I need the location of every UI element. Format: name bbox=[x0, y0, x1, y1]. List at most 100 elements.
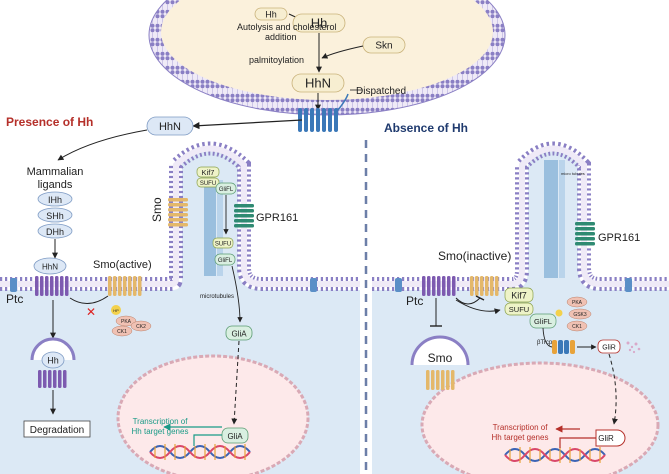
smo-cilium-label: Smo bbox=[150, 197, 164, 222]
degradation-label: Degradation bbox=[30, 425, 84, 436]
ptc-right-label: Ptc bbox=[406, 294, 423, 308]
smo-inactive-protein bbox=[470, 276, 499, 296]
transcription-right-line1: Transcription of bbox=[493, 423, 549, 432]
shh-pill: SHh bbox=[37, 207, 73, 223]
ptc-vesicle-protein bbox=[38, 370, 67, 388]
microtubules-right bbox=[544, 160, 558, 278]
pka-right-label: PKA bbox=[572, 300, 583, 306]
smo-vesicle bbox=[410, 335, 470, 366]
hh-small-label: Hh bbox=[265, 10, 277, 20]
hh-vesicle-pill bbox=[41, 351, 65, 369]
arrow-hhn-to-ligands bbox=[57, 129, 148, 161]
gli-a-pill: GliA bbox=[225, 325, 253, 341]
gpr161-left-protein bbox=[234, 204, 254, 228]
sufu-right-label: SUFU bbox=[509, 305, 529, 314]
hh-small-pill: Hh bbox=[254, 7, 288, 21]
hh-vesicle-label: Hh bbox=[47, 356, 59, 366]
arrow-skn bbox=[321, 45, 364, 59]
transcription-left-line1: Transcription of bbox=[133, 417, 189, 426]
gli-fl-right-label: GliFL bbox=[534, 317, 552, 326]
hh-big-label: Hh bbox=[311, 16, 328, 31]
gli-fl-left-label: GliFL bbox=[219, 187, 234, 193]
hh-big-pill: Hh bbox=[292, 13, 346, 33]
gli-r-nucleus-pill: GliR bbox=[595, 429, 626, 447]
kinase-cluster-right: PKA GSK3 CK1 bbox=[555, 296, 592, 332]
channel-left-2 bbox=[310, 278, 317, 292]
right-membrane-core bbox=[372, 145, 669, 287]
transcription-arrow-left-stem bbox=[193, 434, 222, 446]
shh-label: SHh bbox=[46, 211, 64, 221]
ligands-label-1: Mammalian bbox=[27, 166, 84, 178]
ligands-label-2: ligands bbox=[38, 179, 73, 191]
gsk3-right-label: GSK3 bbox=[573, 312, 587, 318]
ptc-left-protein bbox=[35, 276, 69, 296]
smo-vesicle-protein bbox=[426, 370, 455, 390]
kif7-right-pill: Kif7 bbox=[504, 287, 534, 303]
addition-label: addition bbox=[265, 32, 297, 42]
presence-of-hh-title: Presence of Hh bbox=[6, 115, 93, 129]
microtubules-left bbox=[204, 180, 216, 276]
degradation-box bbox=[23, 420, 91, 438]
channel-right-2 bbox=[625, 278, 632, 292]
gpr161-left-label: GPR161 bbox=[256, 212, 298, 224]
microtubules-right-2 bbox=[559, 160, 565, 278]
dna-left bbox=[149, 444, 251, 460]
dhh-pill: DHh bbox=[37, 223, 73, 239]
gli-r-pill: GliR bbox=[597, 339, 621, 354]
ptc-smo-inhibit-line bbox=[455, 297, 481, 305]
gli-fl-left-label-2: GliFL bbox=[218, 258, 233, 264]
dispatched-label: Dispatched bbox=[356, 86, 406, 97]
sufu-left-pill-2: SUFU bbox=[212, 237, 234, 249]
skn-pill: Skn bbox=[362, 36, 406, 54]
gli-fl-left-pill-2: GliFL bbox=[214, 253, 236, 266]
palmitoylation-label: palmitoylation bbox=[249, 55, 304, 65]
degraded-fragments bbox=[626, 341, 641, 354]
dna-right bbox=[504, 447, 606, 463]
ck2-left-label: CK2 bbox=[136, 324, 146, 330]
ptc-left-label: Ptc bbox=[6, 292, 23, 306]
hhn-free-label: HhN bbox=[159, 121, 181, 133]
hhn-top-label: HhN bbox=[305, 76, 331, 91]
producing-cell bbox=[161, 0, 493, 100]
micro-tubules-right-label: micro tubules bbox=[561, 171, 585, 176]
inhibition-cross: ✕ bbox=[86, 305, 96, 319]
channel-right-1 bbox=[395, 278, 402, 292]
smo-active-label: Smo(active) bbox=[93, 259, 152, 271]
kif7-left-pill: Kif7 bbox=[196, 166, 220, 178]
arrow-glir-to-nucleus bbox=[608, 353, 618, 425]
gli-r-nucleus-label: GliR bbox=[598, 434, 614, 443]
sufu-left-label: SUFU bbox=[200, 181, 216, 187]
dispatched-protein bbox=[298, 93, 349, 132]
absence-of-hh-title: Absence of Hh bbox=[384, 121, 468, 135]
arrow-to-glia bbox=[231, 265, 243, 323]
ptc-right-protein bbox=[422, 276, 456, 296]
ck1-right-label: CK1 bbox=[572, 324, 582, 330]
sufu-right-pill: SUFU bbox=[504, 302, 534, 316]
hhn-bound-pill: HhN bbox=[33, 257, 67, 275]
smo-inactive-label: Smo(inactive) bbox=[438, 249, 511, 263]
ihh-label: IHh bbox=[48, 195, 62, 205]
smo-vesicle-label: Smo bbox=[428, 351, 453, 365]
microtubules-left-2 bbox=[217, 180, 223, 276]
hh-vesicle bbox=[30, 337, 76, 361]
gli-to-proteasome-line bbox=[542, 327, 553, 348]
arrow-dispatched-to-hhn bbox=[192, 119, 303, 130]
dhh-label: DHh bbox=[46, 227, 64, 237]
kif7-left-label: Kif7 bbox=[202, 168, 215, 177]
sufu-left-label-2: SUFU bbox=[215, 242, 231, 248]
proteasome bbox=[552, 340, 575, 354]
gli-fl-right-pill: GliFL bbox=[529, 313, 557, 329]
gli-a-nucleus-pill: GliA bbox=[221, 427, 249, 444]
hhn-bound-label: HhN bbox=[42, 263, 58, 272]
ihh-pill: IHh bbox=[37, 191, 73, 207]
ptc-to-smo-line bbox=[69, 295, 109, 304]
transcription-arrow-right-stem bbox=[559, 437, 596, 448]
gli-r-label: GliR bbox=[602, 345, 616, 352]
gli-fl-left-pill: GliFL bbox=[215, 182, 237, 195]
pka-left-label: PKA bbox=[121, 319, 132, 325]
inhibit-bar bbox=[475, 295, 485, 301]
gpr161-right-protein bbox=[575, 222, 595, 246]
transcription-left-line2: Hh target genes bbox=[132, 427, 189, 436]
transcription-right-line2: Hh target genes bbox=[492, 433, 549, 442]
